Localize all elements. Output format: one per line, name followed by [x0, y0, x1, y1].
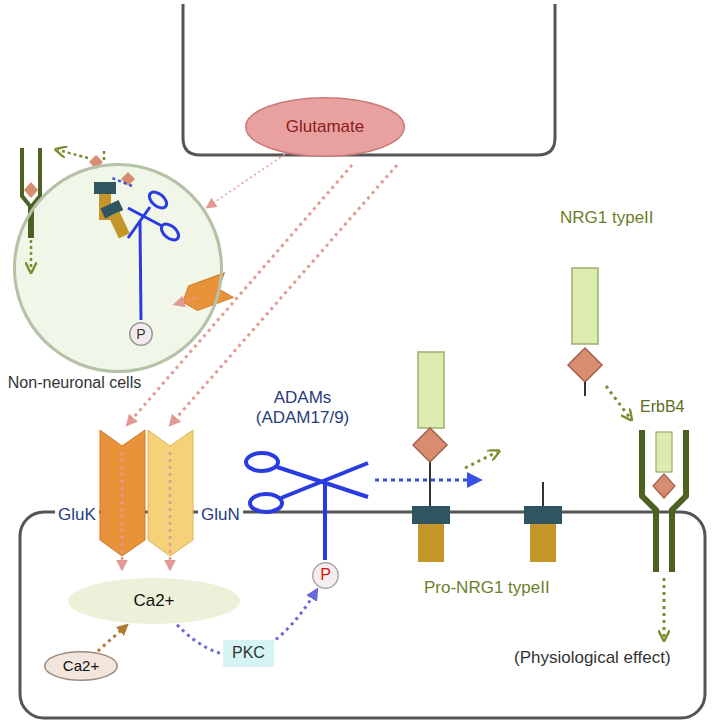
illustration-part	[530, 524, 556, 562]
illustration-part	[121, 172, 135, 186]
calcium-store: Ca2+	[44, 651, 118, 681]
illustration-part	[121, 452, 124, 568]
ligand-label: NRG1 typeII	[560, 208, 654, 228]
illustration-part	[128, 189, 182, 320]
node-outline	[15, 165, 222, 372]
connector	[207, 154, 285, 207]
glutamate-ellipse: Glutamate	[245, 97, 405, 157]
illustration-part	[178, 273, 233, 314]
illustration-part	[642, 430, 686, 572]
illustration-part	[246, 453, 278, 471]
illustration-part	[250, 494, 282, 512]
illustration-part	[653, 474, 675, 498]
illustration-part	[584, 382, 586, 396]
node-text: Ca2+	[63, 657, 99, 674]
illustration-part	[103, 148, 106, 160]
illustration-part	[112, 178, 132, 186]
illustration-part	[94, 182, 116, 194]
illustration-part	[323, 482, 327, 560]
connector	[98, 625, 127, 651]
node-outline	[130, 323, 153, 346]
node-text: P	[320, 566, 331, 584]
enzyme-label: ADAMs (ADAM17/9)	[245, 388, 360, 427]
illustration-part	[524, 506, 562, 524]
illustration-part	[542, 482, 544, 506]
node-text: Glutamate	[286, 117, 364, 137]
illustration-part	[128, 165, 352, 424]
illustration-part	[412, 506, 450, 524]
illustration-part	[572, 268, 598, 344]
illustration-part	[169, 452, 172, 568]
illustration-part	[568, 348, 602, 382]
node-shape	[13, 163, 223, 373]
illustration-part	[140, 222, 141, 320]
illustration-part	[171, 165, 397, 424]
phospho-circle: P	[312, 562, 339, 589]
illustration-part	[413, 428, 447, 462]
illustration-part	[375, 479, 478, 482]
node-text: P	[136, 326, 145, 342]
illustration-part	[109, 212, 130, 239]
illustration-part	[418, 352, 444, 428]
receptor-label: ErbB4	[640, 398, 684, 416]
node-text: Non-neuronal cells	[2, 374, 147, 392]
non-neuronal-cell: Non-neuronal cellsP	[13, 163, 223, 373]
illustration-part	[465, 452, 497, 468]
illustration-part	[656, 432, 672, 472]
illustration-part	[176, 298, 196, 304]
illustration-part	[418, 524, 444, 562]
illustration-part	[128, 208, 162, 226]
illustration-part	[246, 453, 368, 560]
edge-label: PKC	[223, 640, 274, 666]
node-outline	[68, 578, 240, 624]
receptor-label: GluK	[55, 505, 99, 525]
illustration-part	[100, 200, 133, 240]
precursor-label: Pro-NRG1 typeII	[424, 578, 550, 598]
effect-label: (Physiological effect)	[514, 648, 671, 668]
calcium-zone: Ca2+	[68, 578, 240, 624]
illustration-part	[58, 150, 88, 158]
node-outline	[45, 652, 118, 681]
illustration-part	[178, 273, 233, 314]
receptor-label: GluN	[198, 505, 243, 525]
illustration-part	[30, 240, 33, 270]
node-outline	[246, 98, 405, 157]
phospho-circle: P	[129, 322, 153, 346]
illustration-part	[663, 578, 666, 638]
node-text: Ca2+	[133, 591, 174, 611]
node-outline	[313, 563, 339, 589]
illustration-part	[606, 386, 630, 418]
illustration-part	[13, 163, 223, 373]
illustration-part	[24, 182, 38, 198]
